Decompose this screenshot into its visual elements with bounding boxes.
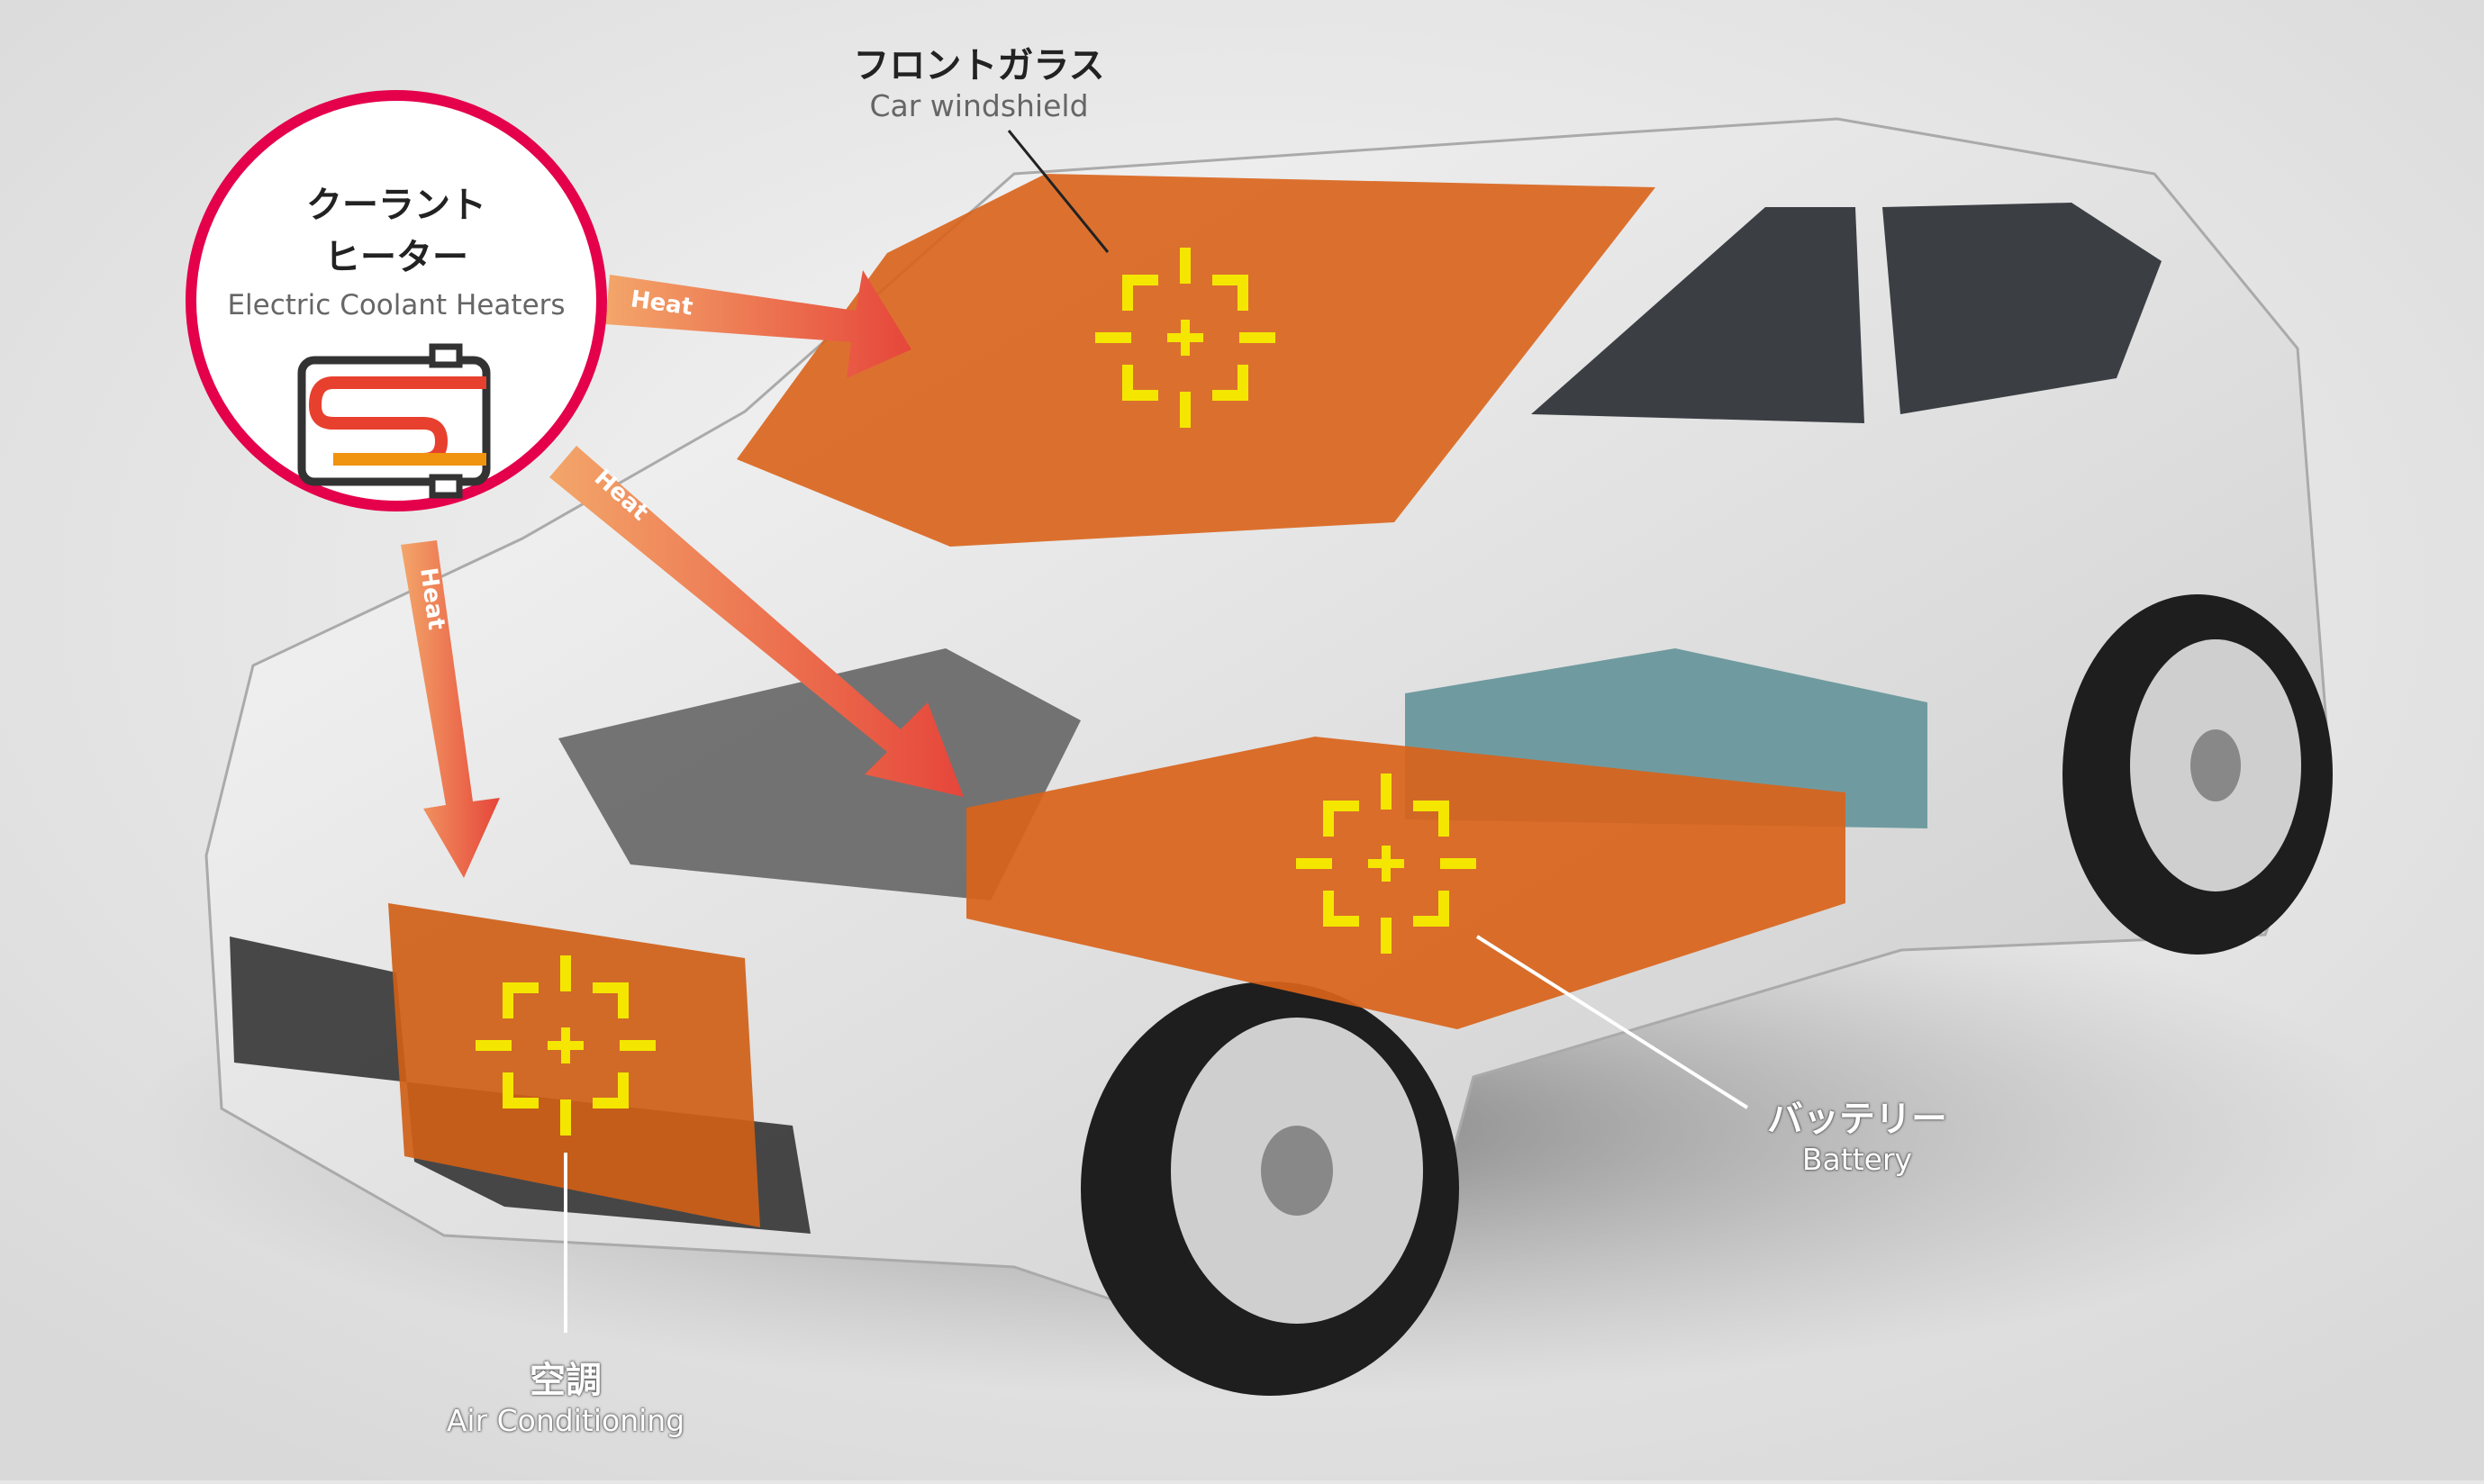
air-conditioning-target-icon [476, 955, 656, 1136]
windshield-label-jp: フロントガラス [853, 45, 1105, 86]
rear-wheel [2062, 594, 2333, 955]
front-wheel [1081, 982, 1459, 1396]
heat-arrow-windshield [605, 270, 911, 378]
battery-highlight [966, 737, 1845, 1029]
windshield-label: フロントガラス Car windshield [853, 36, 1104, 123]
heat-arrow-air-conditioning [401, 540, 500, 878]
rear-window [1882, 203, 2162, 414]
battery-label-en: Battery [1801, 1142, 1913, 1177]
battery-label-jp: バッテリー [1767, 1099, 1947, 1140]
heater-callout-circle [186, 90, 607, 511]
heat-arrow-engine [549, 446, 964, 797]
side-window [1531, 207, 1864, 423]
windshield-highlight [737, 174, 1655, 547]
heater-label-jp-1: クーラント [305, 185, 486, 226]
heater-label-en: Electric Coolant Heaters [227, 289, 566, 321]
battery-leader-line [1475, 935, 1749, 1109]
coolant-heater-icon [297, 343, 491, 499]
battery-target-icon [1296, 774, 1476, 954]
air-conditioning-label: 空調 Air Conditioning [447, 1351, 684, 1438]
windshield-target-icon [1095, 248, 1275, 428]
air-conditioning-highlight [388, 903, 760, 1227]
windshield-label-en: Car windshield [869, 88, 1089, 123]
windshield-leader-line [1007, 130, 1110, 253]
heater-label: クーラント ヒーター Electric Coolant Heaters [227, 176, 565, 321]
heater-label-jp-2: ヒーター [323, 237, 468, 278]
battery-label: バッテリー Battery [1767, 1090, 1947, 1177]
air-conditioning-label-jp: 空調 [530, 1360, 602, 1401]
air-conditioning-label-en: Air Conditioning [446, 1403, 685, 1438]
engine-bay [558, 648, 1081, 900]
